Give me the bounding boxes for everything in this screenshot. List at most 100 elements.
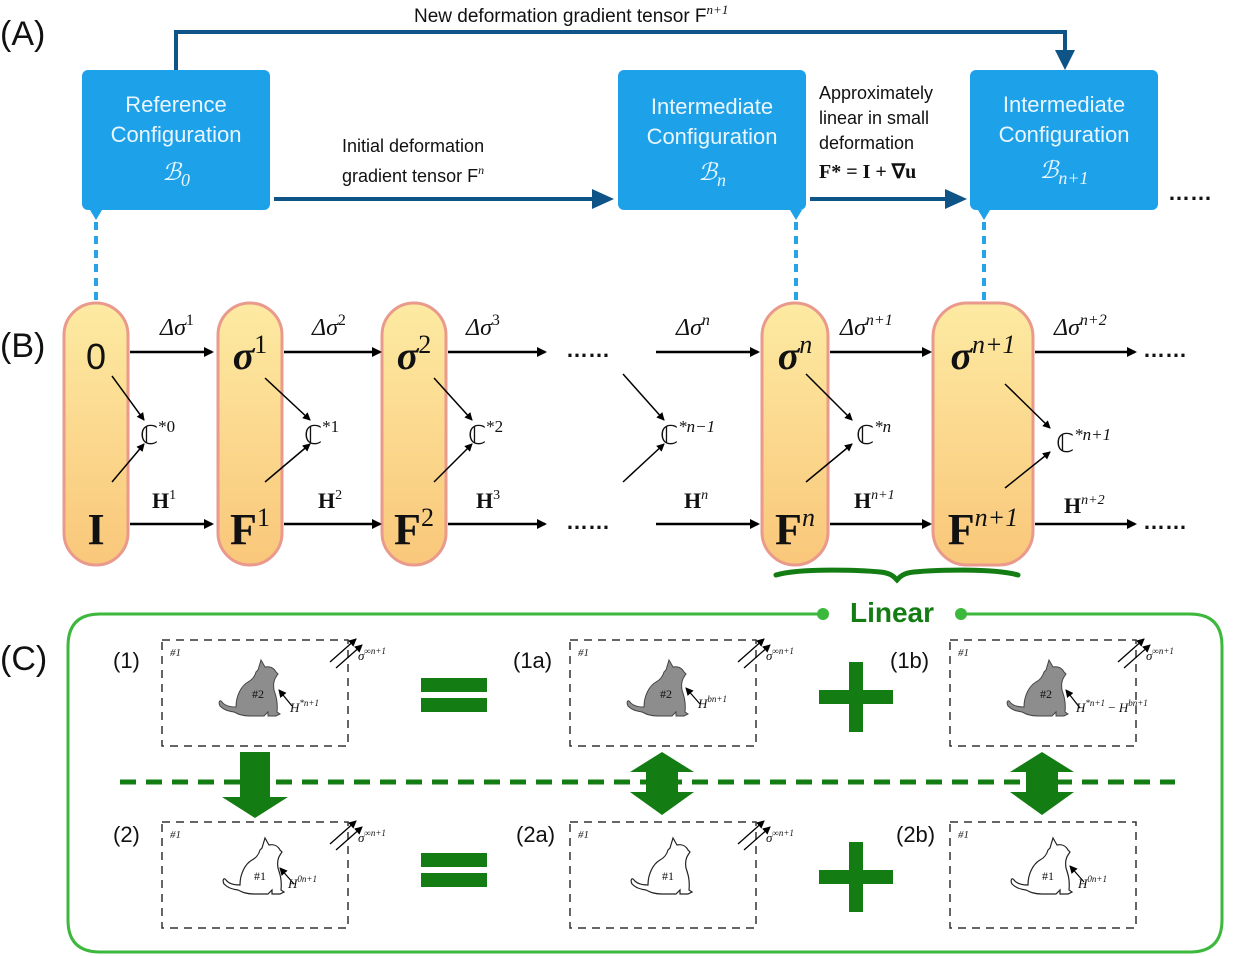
far-field-arrows <box>737 820 771 851</box>
stress-increment-n1: Δσn+1 <box>839 312 893 341</box>
approx-label-line3: deformation <box>819 133 914 153</box>
deform-node-0: I <box>87 505 104 554</box>
tangent-n1: ℂ*n+1 <box>1056 425 1111 458</box>
inclusion-label: #1 <box>662 869 674 883</box>
tangent-n: ℂ*n <box>856 417 891 450</box>
stress-node-0: 0 <box>86 336 106 377</box>
tangent-2: ℂ*2 <box>468 417 503 450</box>
state-pill-1 <box>216 301 284 567</box>
cat-inclusion-filled <box>1006 659 1069 717</box>
h-increment-1: H1 <box>152 488 176 513</box>
initial-gradient-arrow <box>274 189 614 209</box>
svg-text:Intermediate: Intermediate <box>1003 92 1125 117</box>
inclusion-label: #2 <box>1040 687 1052 701</box>
cat-inclusion-outline <box>1010 837 1073 895</box>
inclusion-label: #2 <box>660 687 672 701</box>
equals-sign <box>421 678 487 712</box>
ellipsis-h-mid: …… <box>566 509 610 534</box>
inclusion-label: #1 <box>1042 869 1054 883</box>
stress-node-1: σ1 <box>233 330 268 378</box>
far-field-arrows <box>737 638 771 669</box>
region-label: #1 <box>958 829 969 841</box>
problem-label-1a: (1a) <box>513 648 552 673</box>
field-label: H0n+1 <box>1077 874 1107 891</box>
state-pills <box>62 301 1035 567</box>
linear-frame <box>66 608 1224 954</box>
panel-label-c: (C) <box>0 640 47 678</box>
h-increment-n: Hn <box>684 488 708 513</box>
svg-text:Intermediate: Intermediate <box>651 94 773 119</box>
field-label: H*n+1 <box>289 698 319 715</box>
ellipsis-stress-mid: …… <box>566 337 610 362</box>
deform-node-2: F2 <box>394 503 434 554</box>
state-pill-2 <box>380 301 448 567</box>
h-increment-3: H3 <box>476 488 500 513</box>
initial-gradient-label-line1: Initial deformation <box>342 136 484 156</box>
ellipsis-stress-end: …… <box>1143 337 1187 362</box>
problem-boxes <box>161 639 1137 929</box>
problem-label-2a: (2a) <box>516 822 555 847</box>
approx-label-line1: Approximately <box>819 83 933 103</box>
problem-label-2: (2) <box>113 822 140 847</box>
intermediate-configuration-n1-box: Intermediate Configuration ℬn+1 <box>970 70 1158 220</box>
stress-increment-n: Δσn <box>675 312 710 341</box>
linear-brace <box>773 567 1021 584</box>
field-label: H*n+1 − Hbn+1 <box>1075 698 1148 715</box>
far-field-label: σ∞n+1 <box>358 646 386 663</box>
field-arrow <box>1069 865 1085 883</box>
deform-node-n: Fn <box>775 503 815 554</box>
panel-label-a: (A) <box>0 15 45 53</box>
far-field-arrows <box>1117 638 1151 669</box>
new-gradient-label: New deformation gradient tensor Fn+1 <box>414 2 728 27</box>
bidirectional-arrow <box>630 752 694 815</box>
deform-node-1: F1 <box>230 503 270 554</box>
state-pill-0 <box>62 301 130 567</box>
bidirectional-arrow <box>1010 752 1074 815</box>
svg-text:Reference: Reference <box>125 92 227 117</box>
far-field-label: σ∞n+1 <box>358 828 386 845</box>
state-pill-n1 <box>931 301 1035 567</box>
tangent-0: ℂ*0 <box>140 417 175 450</box>
cat-inclusion-filled <box>218 659 281 717</box>
inclusion-label: #1 <box>254 869 266 883</box>
cat-inclusion-outline <box>630 837 693 895</box>
tangent-1: ℂ*1 <box>304 417 339 450</box>
h-increment-2: H2 <box>318 488 342 513</box>
svg-text:Configuration: Configuration <box>647 124 778 149</box>
tangent-arrows <box>111 373 1051 489</box>
problem-label-1b: (1b) <box>890 648 929 673</box>
panel-a-ellipsis: …… <box>1168 180 1212 205</box>
far-field-label: σ∞n+1 <box>766 828 794 845</box>
equals-sign <box>421 853 487 887</box>
stress-increment-3: Δσ3 <box>465 312 500 341</box>
intermediate-configuration-n-box: Intermediate Configuration ℬn <box>618 70 806 220</box>
deform-node-n1: Fn+1 <box>948 503 1018 554</box>
down-arrow <box>222 752 288 818</box>
stress-node-n1: σn+1 <box>950 330 1015 378</box>
svg-text:ℬ0: ℬ0 <box>162 160 190 190</box>
svg-text:Configuration: Configuration <box>999 122 1130 147</box>
state-pill-n <box>760 301 830 567</box>
svg-text:Configuration: Configuration <box>111 122 242 147</box>
stress-node-2: σ2 <box>397 330 432 378</box>
stress-node-n: σn <box>778 330 813 378</box>
field-arrow <box>685 687 701 705</box>
stress-increment-2: Δσ2 <box>311 312 346 341</box>
new-gradient-arrow <box>174 30 1075 72</box>
far-field-arrows <box>329 820 363 851</box>
cat-inclusion-filled <box>626 659 689 717</box>
field-arrow <box>1065 689 1081 709</box>
linear-label: Linear <box>850 597 934 628</box>
svg-text:ℬn+1: ℬn+1 <box>1039 158 1088 188</box>
reference-configuration-box: Reference Configuration ℬ0 <box>82 70 270 220</box>
region-label: #1 <box>958 647 969 659</box>
h-increment-n1: Hn+1 <box>854 488 895 513</box>
region-label: #1 <box>578 829 589 841</box>
panel-label-b: (B) <box>0 327 45 365</box>
h-increment-n2: Hn+2 <box>1064 493 1105 518</box>
field-arrow <box>278 689 293 707</box>
linear-approx-arrow <box>810 189 967 209</box>
field-arrow <box>279 867 295 885</box>
config-connectors <box>94 222 986 306</box>
